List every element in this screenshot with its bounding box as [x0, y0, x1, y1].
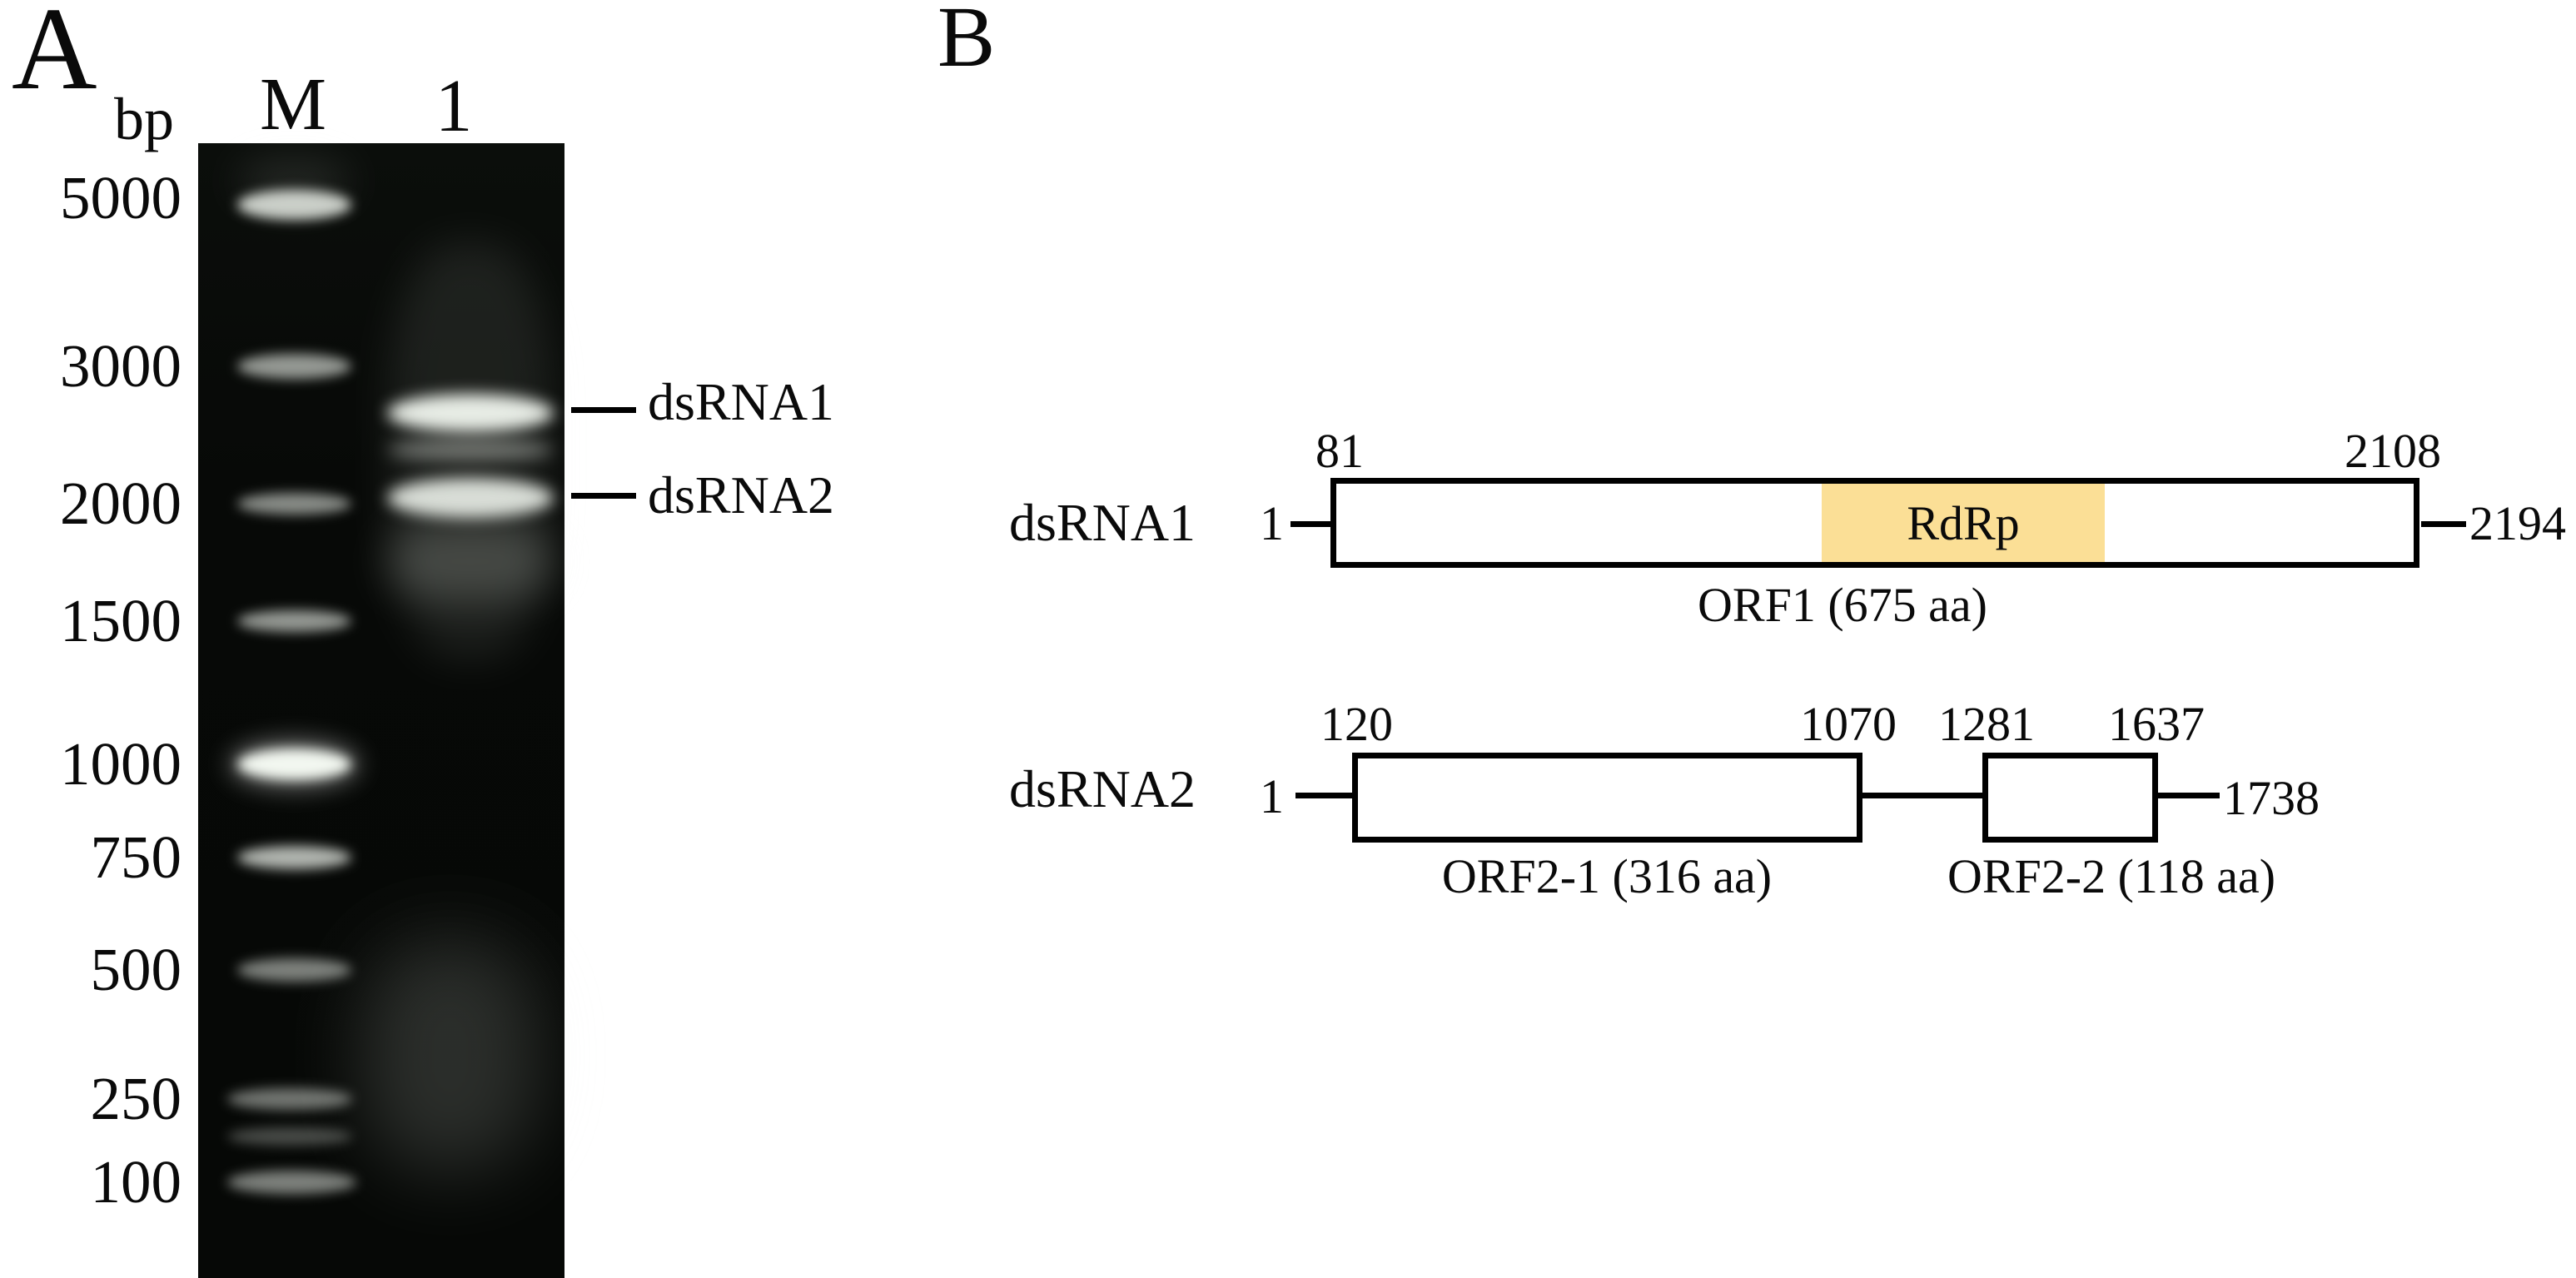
dsRNA1-tick — [571, 407, 636, 413]
gel-band-2000 — [237, 493, 351, 515]
gel-band-1500 — [237, 610, 351, 632]
lane1-upper-haze — [387, 243, 554, 659]
rdrp-domain: RdRp — [1822, 484, 2105, 562]
dsRNA1-orf-box: RdRp — [1330, 478, 2419, 568]
orf2-2-caption: ORF2-2 (118 aa) — [1947, 849, 2276, 903]
dsRNA1-left-line — [1290, 521, 1334, 527]
lane1-band-middle-faint — [387, 439, 554, 460]
lane1-below-glow — [387, 522, 554, 601]
gel-band-750 — [237, 846, 351, 869]
ladder-size-750: 750 — [90, 823, 182, 891]
ladder-size-1500: 1500 — [60, 587, 182, 654]
orf2-2-end-coord: 1637 — [2108, 697, 2205, 751]
orf2-1-caption: ORF2-1 (316 aa) — [1441, 849, 1773, 903]
gel-band-1000 — [237, 748, 351, 780]
dsRNA2-left-line — [1295, 793, 1354, 798]
dsRNA2-right-line — [2156, 793, 2220, 798]
dsRNA2-tick — [571, 493, 636, 499]
ladder-size-500: 500 — [90, 936, 182, 1003]
orf2-2-start-coord: 1281 — [1938, 697, 2035, 751]
gel-image — [198, 143, 564, 1278]
ladder-size-5000: 5000 — [60, 164, 182, 231]
dsRNA1-row-label: dsRNA1 — [1009, 493, 1196, 552]
dsRNA1-band-label: dsRNA1 — [648, 372, 835, 431]
gel-band-extra — [227, 1127, 352, 1146]
lane1-smear-blob — [361, 938, 540, 1171]
ladder-size-1000: 1000 — [60, 730, 182, 798]
dsRNA2-connector-line — [1861, 793, 1984, 798]
lane1-band-dsRNA1 — [387, 394, 554, 432]
orf2-1-start-coord: 120 — [1320, 697, 1393, 751]
lane1-band-dsRNA2 — [387, 478, 554, 518]
marker-lane-label: M — [259, 63, 327, 146]
gel-band-3000 — [237, 354, 351, 379]
orf2-1-end-coord: 1070 — [1800, 697, 1897, 751]
bp-units-label: bp — [114, 86, 174, 152]
sample-lane-label: 1 — [435, 65, 473, 147]
orf2-2-box — [1982, 753, 2158, 843]
panel-a-label: A — [12, 0, 97, 114]
ladder-size-250: 250 — [90, 1065, 182, 1132]
dsRNA1-orf-start-coord: 81 — [1315, 424, 1364, 478]
gel-band-250 — [227, 1088, 352, 1110]
rdrp-domain-label: RdRp — [1907, 495, 2020, 550]
dsRNA2-row-label: dsRNA2 — [1009, 759, 1196, 818]
panel-b-label: B — [937, 0, 996, 85]
dsRNA2-band-label: dsRNA2 — [648, 465, 835, 525]
gel-band-100 — [227, 1171, 356, 1194]
dsRNA2-end-coord: 1738 — [2223, 771, 2320, 825]
dsRNA1-end-coord: 2194 — [2469, 496, 2566, 550]
gel-band-5000 — [237, 190, 351, 220]
dsRNA1-right-line — [2421, 521, 2466, 527]
ladder-size-3000: 3000 — [60, 332, 182, 400]
gel-band-500 — [237, 958, 351, 982]
orf2-1-box — [1352, 753, 1862, 843]
dsRNA1-orf-end-coord: 2108 — [2345, 424, 2441, 478]
dsRNA2-start-coord: 1 — [1260, 769, 1284, 823]
ladder-size-100: 100 — [90, 1148, 182, 1216]
dsRNA1-start-coord: 1 — [1260, 496, 1284, 550]
ladder-size-2000: 2000 — [60, 470, 182, 537]
orf1-caption: ORF1 (675 aa) — [1698, 578, 1987, 632]
